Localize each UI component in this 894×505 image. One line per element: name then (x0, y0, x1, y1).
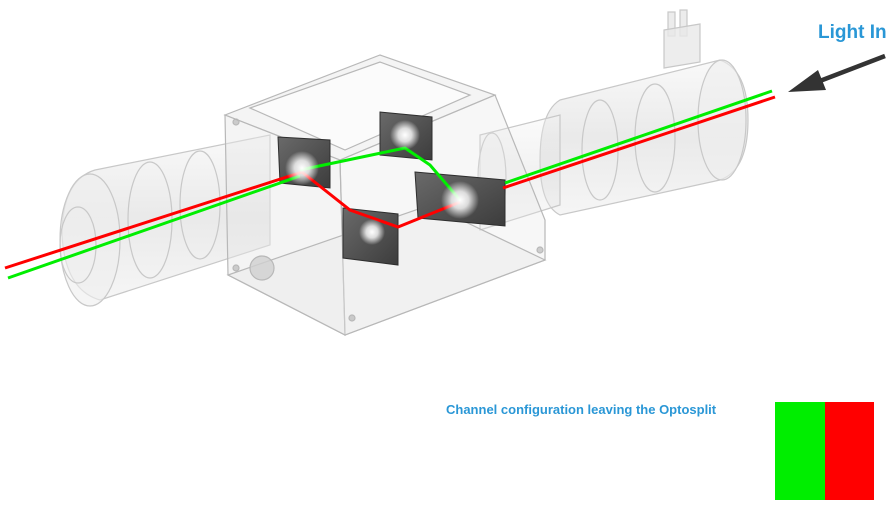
beam-green (7, 89, 773, 280)
channel-swatch-green (775, 402, 825, 500)
arrow-icon (788, 53, 886, 92)
channel-config-label: Channel configuration leaving the Optosp… (446, 402, 717, 417)
reflection-glow (390, 120, 420, 150)
reflection-glow (441, 181, 479, 219)
channel-swatch-red (825, 402, 874, 500)
light-in-label: Light In (818, 22, 887, 43)
reflection-glow (359, 219, 385, 245)
beam-red (4, 95, 776, 270)
reflection-glow (285, 151, 319, 185)
